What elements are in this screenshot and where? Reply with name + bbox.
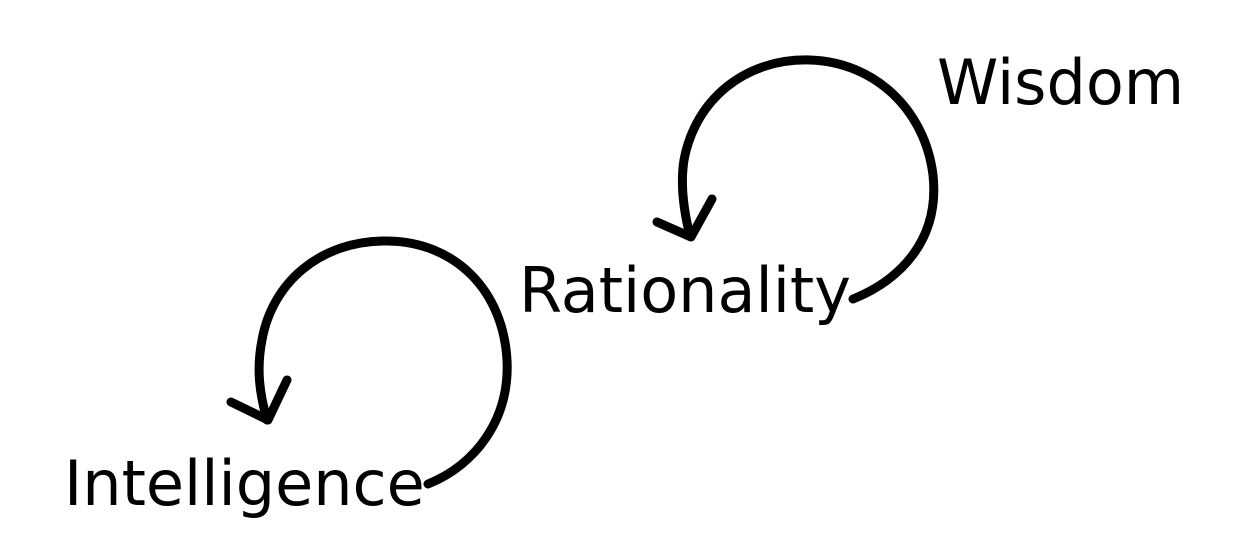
label-wisdom: Wisdom — [937, 46, 1185, 119]
label-rationality: Rationality — [519, 254, 851, 327]
loop-arrow-lower — [226, 236, 512, 489]
loop-arrow-upper-head — [652, 194, 717, 242]
label-intelligence: Intelligence — [64, 447, 425, 520]
loop-arrow-upper — [652, 55, 939, 304]
loop-arrow-lower-head — [226, 375, 292, 425]
loop-arrow-lower-curve — [254, 236, 512, 489]
loop-arrow-upper-curve — [677, 55, 939, 304]
